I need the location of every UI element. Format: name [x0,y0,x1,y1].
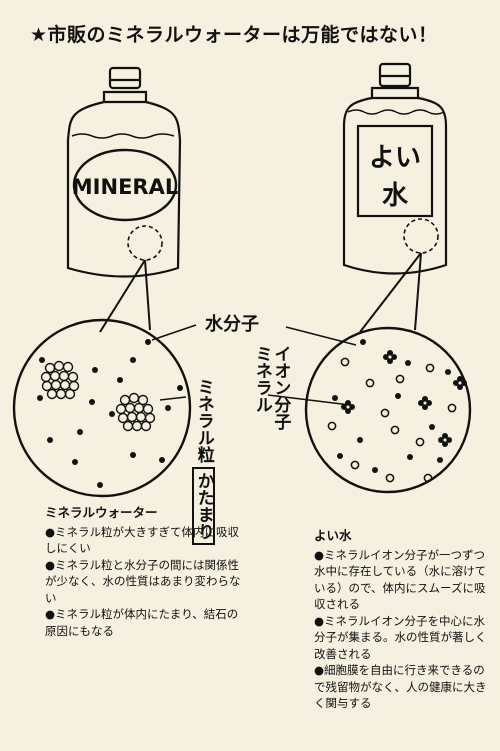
mineral-water-notes: ミネラルウォーター ●ミネラル粒が大きすぎて体内に吸収しにくい ●ミネラル粒と水… [45,505,245,639]
page-title: ★市販のミネラルウォーターは万能ではない！ [30,24,438,46]
mineral-grain-paren: かたまり [192,467,215,545]
good-water-heading: よい水 [314,528,352,543]
mineral-ion-label: ミネラル イオン分子 [251,345,291,430]
good-water-label-top: よい [369,143,421,173]
mineral-ion-label-line1: ミネラル [251,345,272,413]
mineral-water-magnified [12,318,192,498]
mineral-water-heading: ミネラルウォーター [45,505,158,520]
good-water-magnified [304,326,472,494]
note-item: ●ミネラル粒が体内にたまり、結石の原因にもなる [45,607,239,638]
water-molecule-label: 水分子 [205,314,259,335]
note-item: ●細胞膜を自由に行き来できるので残留物がなく、人の健康に大きく関与する [314,663,487,710]
mineral-grain-cluster [40,360,156,432]
good-water-label-bottom: 水 [382,181,409,211]
mineral-label: MINERAL [72,175,178,199]
mineral-ion-label-line2: イオン分子 [270,345,291,430]
mineral-grain-label: ミネラル粒 かたまり [192,378,215,545]
note-item: ●ミネラルイオン分子が一つずつ水中に存在している（水に溶けている）ので、体内にス… [314,547,487,612]
mineral-ion-flowers [341,350,467,447]
mineral-grain-text: ミネラル粒 [193,378,214,463]
good-water-bottle [342,62,448,275]
note-item: ●ミネラルイオン分子を中心に水分子が集まる。水の性質が著しく改善される [314,613,487,661]
good-water-notes: よい水 ●ミネラルイオン分子が一つずつ水中に存在している（水に溶けている）ので、… [314,528,494,712]
mineral-water-bottle [66,66,182,278]
note-item: ●ミネラル粒が大きすぎて体内に吸収しにくい [45,524,240,556]
note-item: ●ミネラル粒と水分子の間には関係性が少なく、水の性質はあまり変わらない [45,557,241,605]
